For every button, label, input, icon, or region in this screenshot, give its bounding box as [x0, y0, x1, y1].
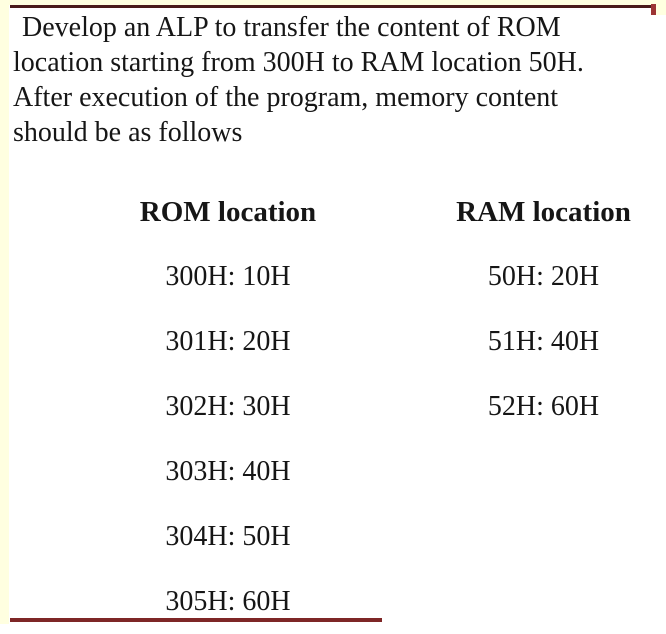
top-right-corner-rule: [651, 4, 656, 15]
rom-memory-cell: 300H: 10H: [165, 260, 291, 292]
bottom-border-rule: [10, 618, 382, 622]
ram-memory-cell: 52H: 60H: [487, 390, 600, 422]
memory-table: ROM location RAM location 300H: 10H 50H:…: [0, 180, 666, 634]
ram-memory-cell-empty: [421, 569, 666, 634]
paragraph-line: After execution of the program, memory c…: [13, 82, 559, 113]
top-border-rule: [10, 5, 655, 8]
ram-column-header: RAM location: [456, 195, 631, 228]
rom-memory-cell: 304H: 50H: [165, 520, 291, 552]
rom-memory-cell: 305H: 60H: [165, 585, 291, 617]
rom-memory-cell: 302H: 30H: [165, 390, 291, 422]
rom-memory-cell: 301H: 20H: [165, 325, 291, 357]
problem-statement: Develop an ALP to transfer the content o…: [13, 10, 661, 150]
rom-column-header: ROM location: [139, 195, 317, 228]
ram-memory-cell: 50H: 20H: [487, 260, 600, 292]
paragraph-line: location starting from 300H to RAM locat…: [13, 47, 584, 78]
ram-memory-cell-empty: [421, 439, 666, 504]
paragraph-line: should be as follows: [13, 117, 243, 148]
top-right-margin-patch: [656, 0, 666, 15]
paragraph-line: Develop an ALP to transfer the content o…: [22, 12, 561, 43]
ram-memory-cell-empty: [421, 504, 666, 569]
page-top-margin: [0, 0, 666, 5]
page-left-margin: [0, 0, 9, 624]
rom-memory-cell: 303H: 40H: [165, 455, 291, 487]
ram-memory-cell: 51H: 40H: [487, 325, 600, 357]
